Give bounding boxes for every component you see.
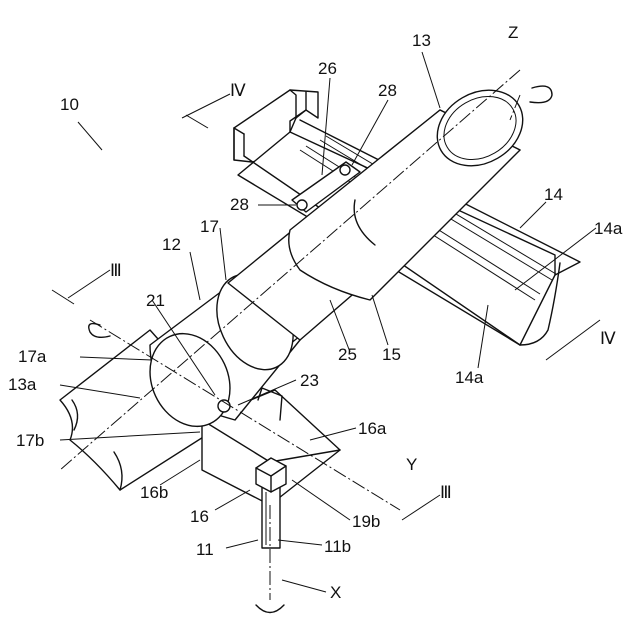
label-25: 25 — [338, 345, 357, 364]
label-16: 16 — [190, 507, 209, 526]
axis-label-y: Y — [406, 455, 417, 474]
label-17: 17 — [200, 217, 219, 236]
label-11b: 11b — [324, 537, 351, 556]
label-14a-bottom: 14a — [455, 368, 484, 387]
label-17a: 17a — [18, 347, 47, 366]
label-16b: 16b — [140, 483, 168, 502]
section-iv-right: Ⅳ — [600, 329, 616, 348]
label-10: 10 — [60, 95, 79, 114]
label-16a: 16a — [358, 419, 387, 438]
label-13: 13 — [412, 31, 431, 50]
axis-label-z: Z — [508, 23, 518, 42]
section-iii-left: Ⅲ — [110, 261, 122, 280]
label-11: 11 — [196, 540, 214, 559]
label-12: 12 — [162, 235, 181, 254]
label-15: 15 — [382, 345, 401, 364]
label-14a-top: 14a — [594, 219, 623, 238]
label-28-left: 28 — [230, 195, 249, 214]
section-iv-left: Ⅳ — [230, 81, 246, 100]
label-14: 14 — [544, 185, 563, 204]
bolt-11 — [256, 458, 286, 548]
section-iii-right: Ⅲ — [440, 483, 452, 502]
label-23: 23 — [300, 371, 319, 390]
axis-label-x: X — [330, 583, 341, 602]
label-26: 26 — [318, 59, 337, 78]
label-19b: 19b — [352, 512, 380, 531]
label-13a: 13a — [8, 375, 37, 394]
label-17b: 17b — [16, 431, 44, 450]
label-21: 21 — [146, 291, 165, 310]
label-28-top: 28 — [378, 81, 397, 100]
